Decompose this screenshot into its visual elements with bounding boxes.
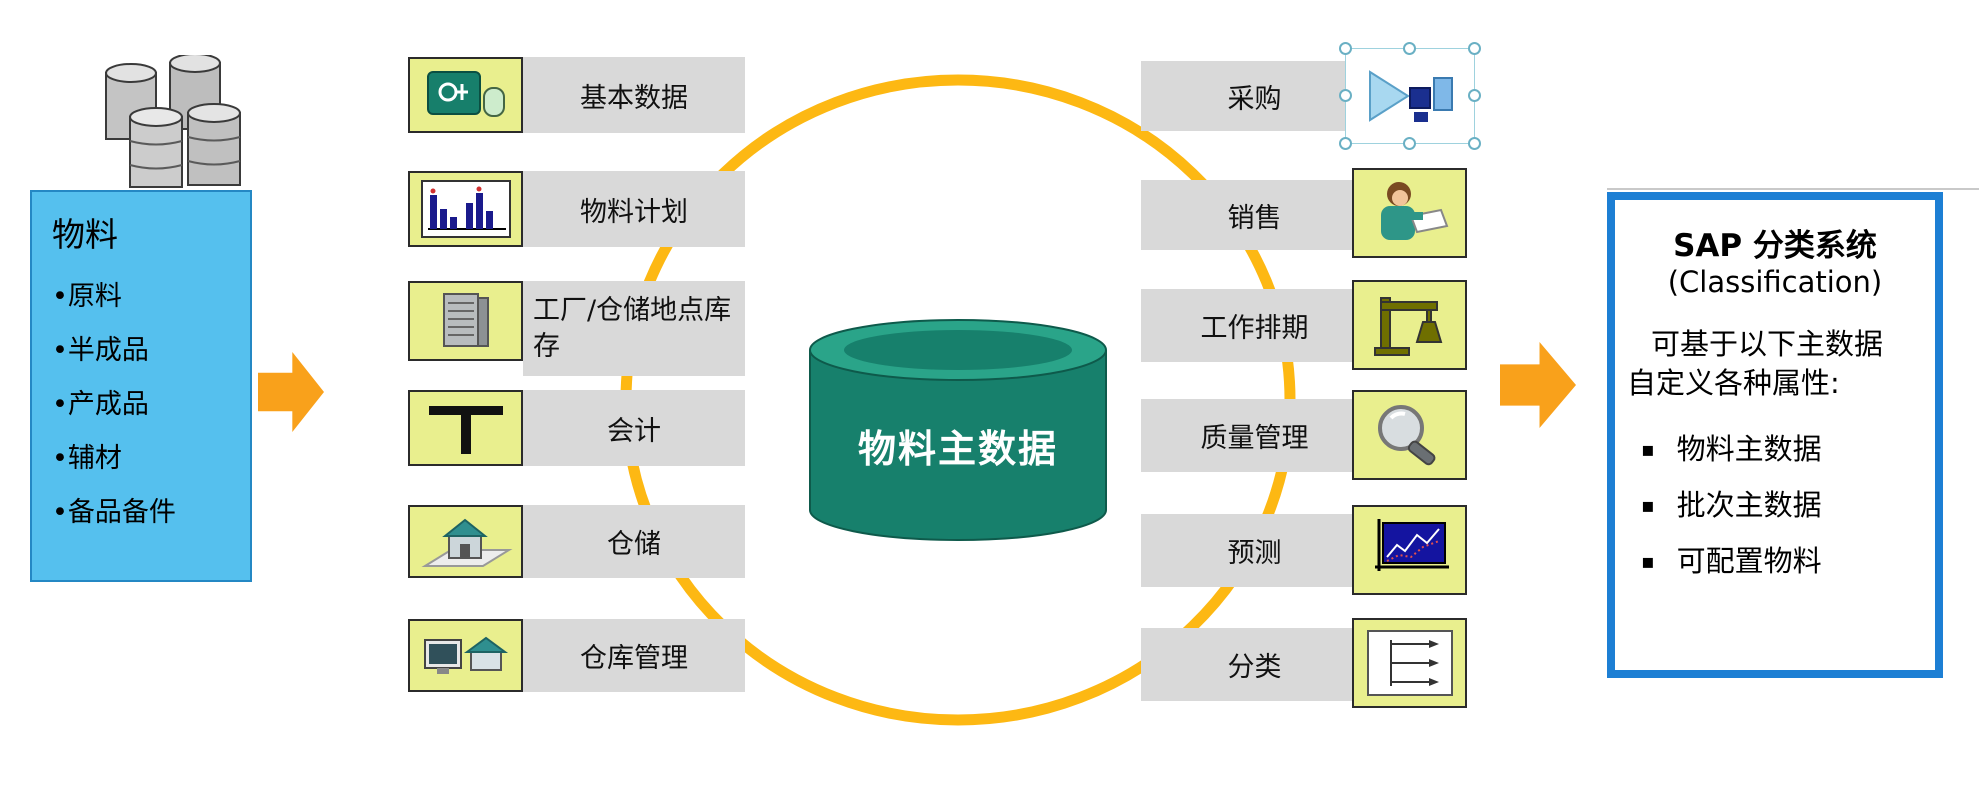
magnifier-icon	[1352, 390, 1467, 480]
module-plant-storage-stock: 工厂/仓储地点库存	[523, 281, 745, 376]
sap-bullet-item: ▪ 物料主数据	[1641, 421, 1923, 477]
selection-handle	[1468, 137, 1481, 150]
bar-chart-icon	[408, 171, 523, 247]
sap-bullet-item: ▪ 批次主数据	[1641, 477, 1923, 533]
module-sales: 销售	[1141, 180, 1368, 250]
square-bullet-icon: ▪	[1641, 493, 1655, 518]
plant-storage-icon	[408, 281, 523, 361]
selection-handle	[1339, 89, 1352, 102]
warehouse-house-icon	[408, 505, 523, 578]
warehouse-computer-icon	[408, 619, 523, 692]
selection-handle	[1403, 42, 1416, 55]
materials-item: •备品备件	[52, 497, 176, 528]
module-quality-management: 质量管理	[1141, 399, 1368, 472]
material-master-database: 物料主数据	[808, 318, 1108, 543]
scheduling-machine-icon	[1352, 280, 1467, 370]
sales-person-icon	[1352, 168, 1467, 258]
materials-panel: 物料 •原料 •半成品 •产成品 •辅材 •备品备件	[30, 190, 252, 582]
module-warehouse-management: 仓库管理	[523, 619, 745, 692]
sap-bullet-text: 物料主数据	[1676, 432, 1822, 467]
module-forecasting: 预测	[1141, 514, 1368, 587]
materials-item: •产成品	[52, 389, 149, 420]
module-accounting: 会计	[523, 390, 745, 466]
cylinder-label: 物料主数据	[857, 427, 1058, 471]
selection-handle	[1339, 42, 1352, 55]
module-material-planning: 物料计划	[523, 171, 745, 247]
sap-bullet-text: 可配置物料	[1676, 544, 1822, 579]
module-storage: 仓储	[523, 505, 745, 578]
sap-classification-panel: SAP 分类系统 (Classification) 可基于以下主数据 自定义各种…	[1607, 192, 1943, 678]
module-work-scheduling: 工作排期	[1141, 289, 1368, 362]
sap-panel-subtitle: (Classification)	[1667, 265, 1883, 299]
forecast-chart-icon	[1352, 505, 1467, 595]
selection-handle	[1468, 42, 1481, 55]
selection-handle	[1403, 137, 1416, 150]
sap-bullet-text: 批次主数据	[1676, 488, 1822, 523]
sap-panel-title: SAP 分类系统	[1673, 228, 1877, 264]
materials-item: •半成品	[52, 335, 149, 366]
barrels-clipart	[92, 53, 267, 200]
materials-item: •辅材	[52, 443, 122, 474]
selection-handle	[1468, 89, 1481, 102]
module-classification: 分类	[1141, 628, 1368, 701]
t-account-icon	[408, 390, 523, 466]
selection-handle	[1339, 137, 1352, 150]
classification-tree-icon	[1352, 618, 1467, 708]
sap-panel-description: 可基于以下主数据	[1651, 327, 1884, 361]
sap-bullet-list: ▪ 物料主数据 ▪ 批次主数据 ▪ 可配置物料	[1627, 421, 1923, 589]
divider-line	[1607, 188, 1979, 190]
materials-item: •原料	[52, 281, 122, 312]
basic-data-icon	[408, 57, 523, 133]
module-basic-data: 基本数据	[523, 57, 745, 133]
purchasing-shapes-icon	[1339, 42, 1481, 150]
module-purchasing: 采购	[1141, 61, 1368, 131]
sap-panel-description: 自定义各种属性:	[1627, 366, 1840, 401]
sap-bullet-item: ▪ 可配置物料	[1641, 533, 1923, 589]
square-bullet-icon: ▪	[1641, 437, 1655, 462]
materials-title: 物料	[52, 215, 118, 254]
square-bullet-icon: ▪	[1641, 549, 1655, 574]
